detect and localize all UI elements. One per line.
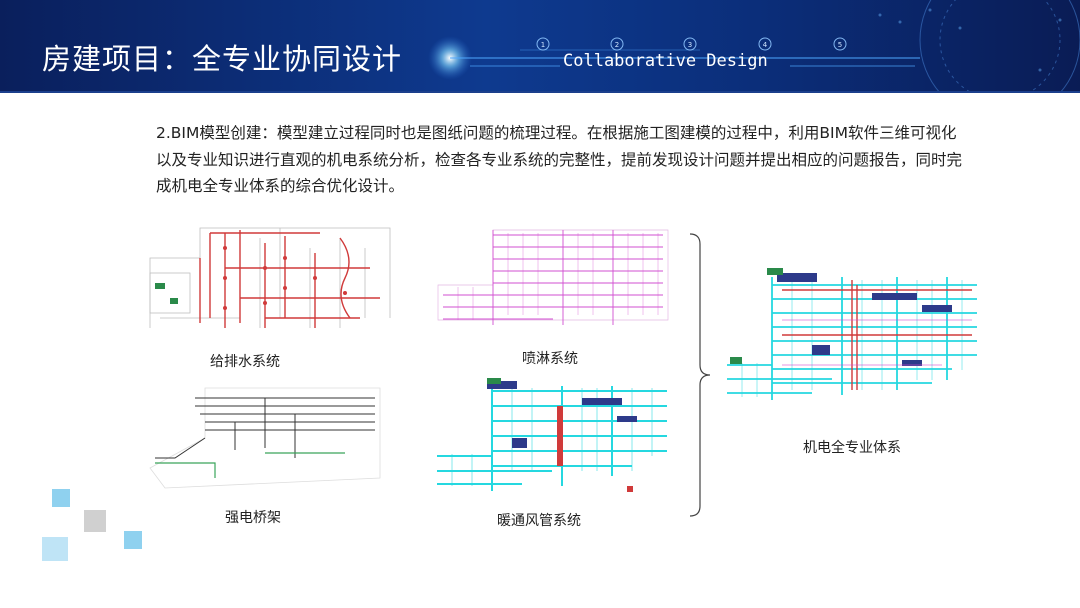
step-number-1: 1 xyxy=(541,41,545,49)
page-title: 房建项目：全专业协同设计 xyxy=(42,42,403,76)
hvac-duct-caption: 暖通风管系统 xyxy=(497,513,581,529)
step-number-row: 1 2 3 4 5 xyxy=(541,41,842,49)
electric-tray-model-image xyxy=(149,387,381,489)
combined-mep-caption: 机电全专业体系 xyxy=(803,440,901,456)
step-number-5: 5 xyxy=(838,41,842,49)
deco-square-gray xyxy=(84,510,106,532)
header-banner: 1 2 3 4 5 房建项目：全专业协同设计 Collaborative Des… xyxy=(0,0,1080,93)
water-system-caption: 给排水系统 xyxy=(210,354,280,370)
tech-circuit-decoration xyxy=(0,0,1080,93)
deco-square-light-blue-3 xyxy=(42,537,68,561)
water-system-model-image xyxy=(149,227,391,328)
deco-square-light-blue-2 xyxy=(124,531,142,549)
hvac-duct-model-image xyxy=(437,378,667,492)
description-paragraph: 2.BIM模型创建：模型建立过程同时也是图纸问题的梳理过程。在根据施工图建模的过… xyxy=(156,124,963,195)
deco-square-light-blue-1 xyxy=(52,489,70,507)
step-number-4: 4 xyxy=(763,41,768,49)
page-subtitle: Collaborative Design xyxy=(563,51,768,71)
step-number-3: 3 xyxy=(688,41,692,49)
sprinkler-system-model-image xyxy=(437,229,669,325)
sprinkler-system-caption: 喷淋系统 xyxy=(522,351,578,367)
step-number-2: 2 xyxy=(615,41,619,49)
grouping-bracket xyxy=(689,233,711,517)
electric-tray-caption: 强电桥架 xyxy=(225,510,281,526)
combined-mep-model-image xyxy=(727,268,977,400)
